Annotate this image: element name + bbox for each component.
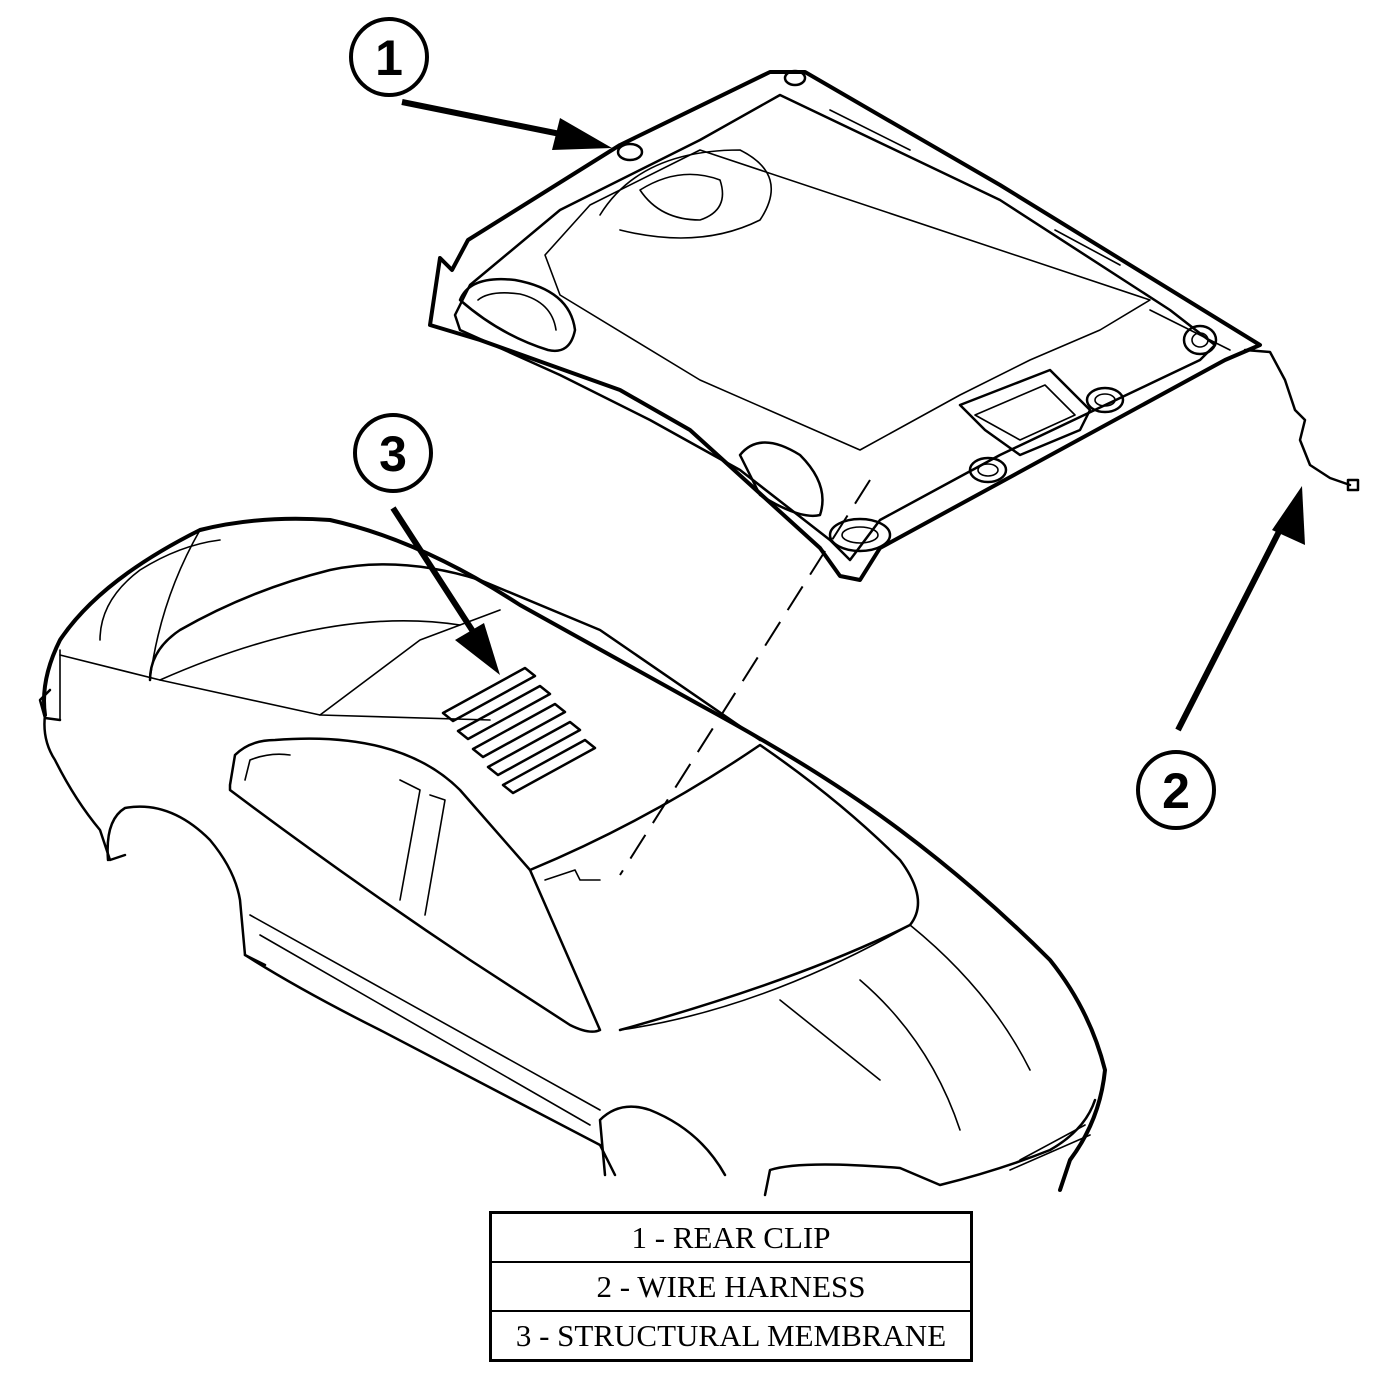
callout-3-number: 3 <box>379 426 407 482</box>
legend-table: 1 - REAR CLIP 2 - WIRE HARNESS 3 - STRUC… <box>489 1211 973 1362</box>
legend-item-rear-clip: 1 - REAR CLIP <box>492 1214 970 1263</box>
callout-1: 1 <box>349 17 429 97</box>
alignment-dashed-line <box>619 479 871 876</box>
callout-2: 2 <box>1136 750 1216 830</box>
callout-2-number: 2 <box>1162 763 1190 819</box>
legend-item-structural-membrane: 3 - STRUCTURAL MEMBRANE <box>515 1317 947 1353</box>
legend-item-wire-harness: 2 - WIRE HARNESS <box>492 1263 970 1312</box>
callout-arrow-2 <box>1175 486 1305 732</box>
callout-arrow-3 <box>390 506 500 675</box>
structural-membrane <box>441 666 597 795</box>
wire-harness <box>1243 348 1360 492</box>
headliner-panel <box>428 69 1262 582</box>
callout-3: 3 <box>353 413 433 493</box>
callout-1-number: 1 <box>375 30 403 86</box>
callout-arrow-1 <box>401 99 612 150</box>
vehicle-body <box>38 516 1107 1197</box>
